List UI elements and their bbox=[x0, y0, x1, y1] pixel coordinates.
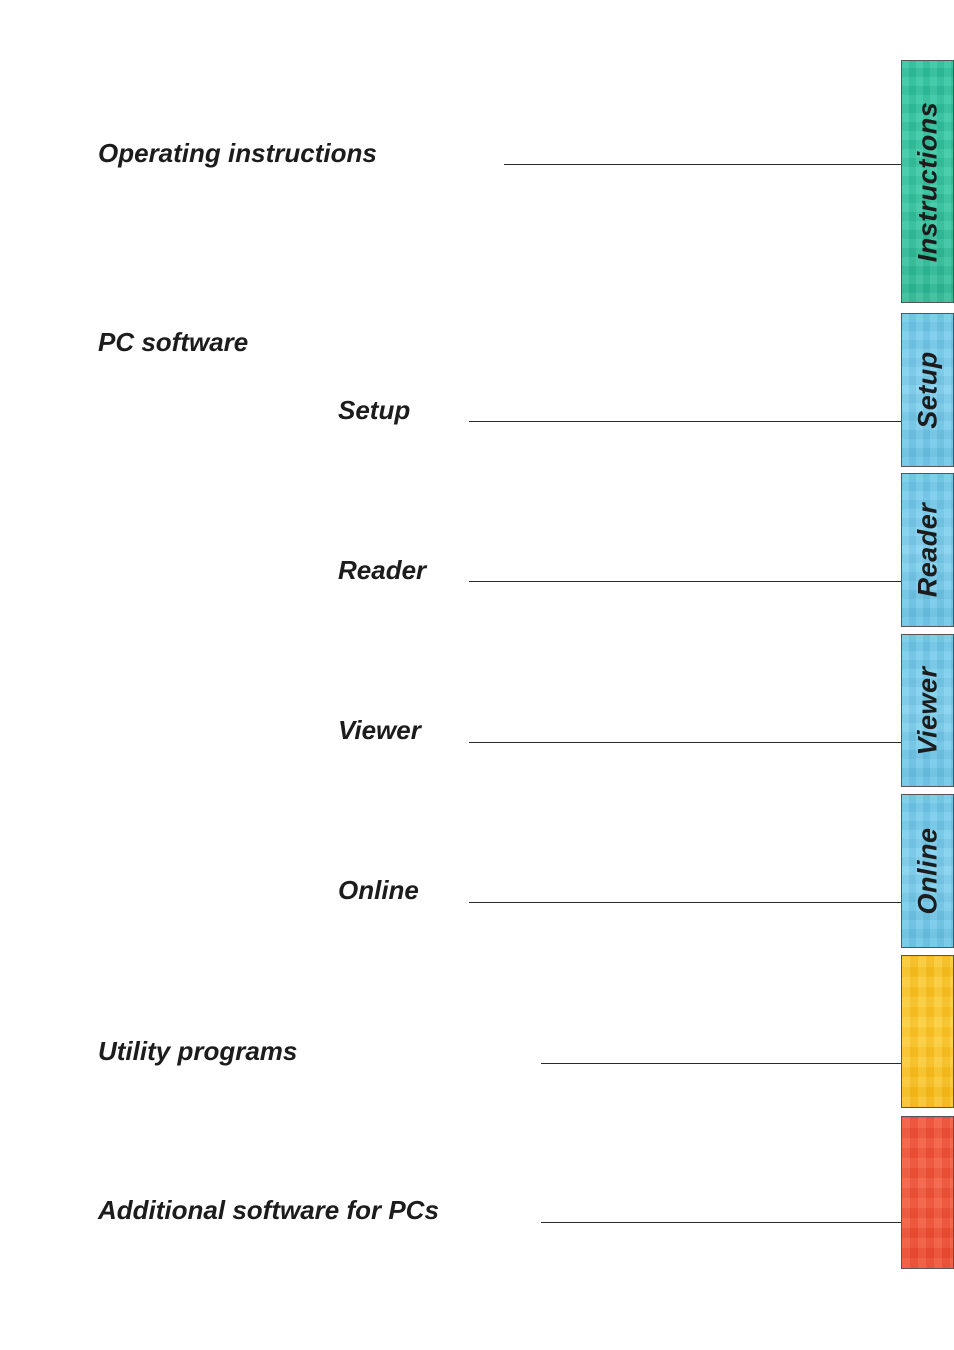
operating-instructions-rule bbox=[504, 164, 901, 165]
tab-online[interactable]: Online bbox=[901, 794, 954, 948]
tab-viewer-label: Viewer bbox=[912, 665, 942, 756]
tab-instructions[interactable]: Instructions bbox=[901, 60, 954, 303]
viewer-heading: Viewer bbox=[338, 715, 421, 745]
tab-setup[interactable]: Setup bbox=[901, 313, 954, 467]
online-heading: Online bbox=[338, 875, 419, 905]
viewer-rule bbox=[469, 742, 901, 743]
tab-reader-label: Reader bbox=[912, 502, 942, 598]
online-rule bbox=[469, 902, 901, 903]
tab-additional-software[interactable] bbox=[901, 1116, 954, 1269]
tab-setup-label: Setup bbox=[912, 351, 942, 429]
setup-heading: Setup bbox=[338, 395, 411, 425]
additional-software-rule bbox=[541, 1222, 901, 1223]
tab-online-label: Online bbox=[912, 827, 942, 915]
additional-software-heading: Additional software for PCs bbox=[98, 1195, 439, 1225]
utility-programs-rule bbox=[541, 1063, 901, 1064]
tab-viewer[interactable]: Viewer bbox=[901, 634, 954, 787]
utility-programs-heading: Utility programs bbox=[98, 1036, 298, 1066]
reader-heading: Reader bbox=[338, 555, 427, 585]
tab-reader[interactable]: Reader bbox=[901, 473, 954, 627]
setup-rule bbox=[469, 421, 901, 422]
reader-rule bbox=[469, 581, 901, 582]
operating-instructions-heading: Operating instructions bbox=[98, 138, 377, 168]
tab-utility-programs[interactable] bbox=[901, 955, 954, 1108]
pc-software-heading: PC software bbox=[98, 327, 249, 357]
tab-instructions-label: Instructions bbox=[912, 101, 942, 262]
